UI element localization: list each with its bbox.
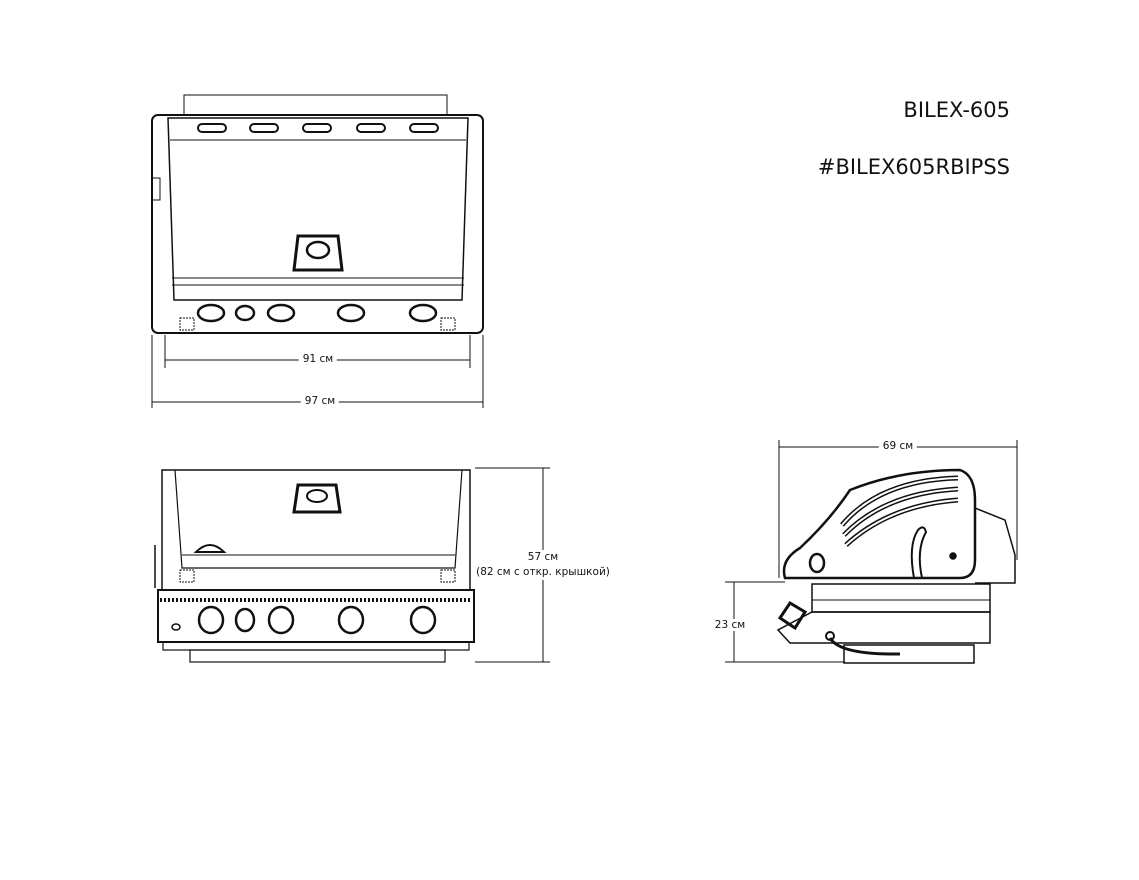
model-name: BILEX-605: [903, 98, 1010, 122]
depth-label: 69 см: [878, 440, 918, 452]
inner-width-label: 91 см: [298, 353, 338, 365]
top-view: [151, 94, 484, 334]
knobs: [196, 303, 438, 323]
front-view: [154, 469, 475, 663]
base-height-label: 23 см: [710, 619, 750, 631]
height-value: 57 см: [527, 551, 559, 563]
vent-slots: [197, 123, 439, 133]
height-open-value: (82 см с откр. крышкой): [476, 566, 610, 578]
side-view: [776, 468, 1016, 664]
outer-width-label: 97 см: [300, 395, 340, 407]
height-label: 57 см (82 см с откр. крышкой): [476, 550, 610, 580]
logo-badge: [292, 234, 344, 272]
model-sku: #BILEX605RBIPSS: [817, 155, 1010, 179]
